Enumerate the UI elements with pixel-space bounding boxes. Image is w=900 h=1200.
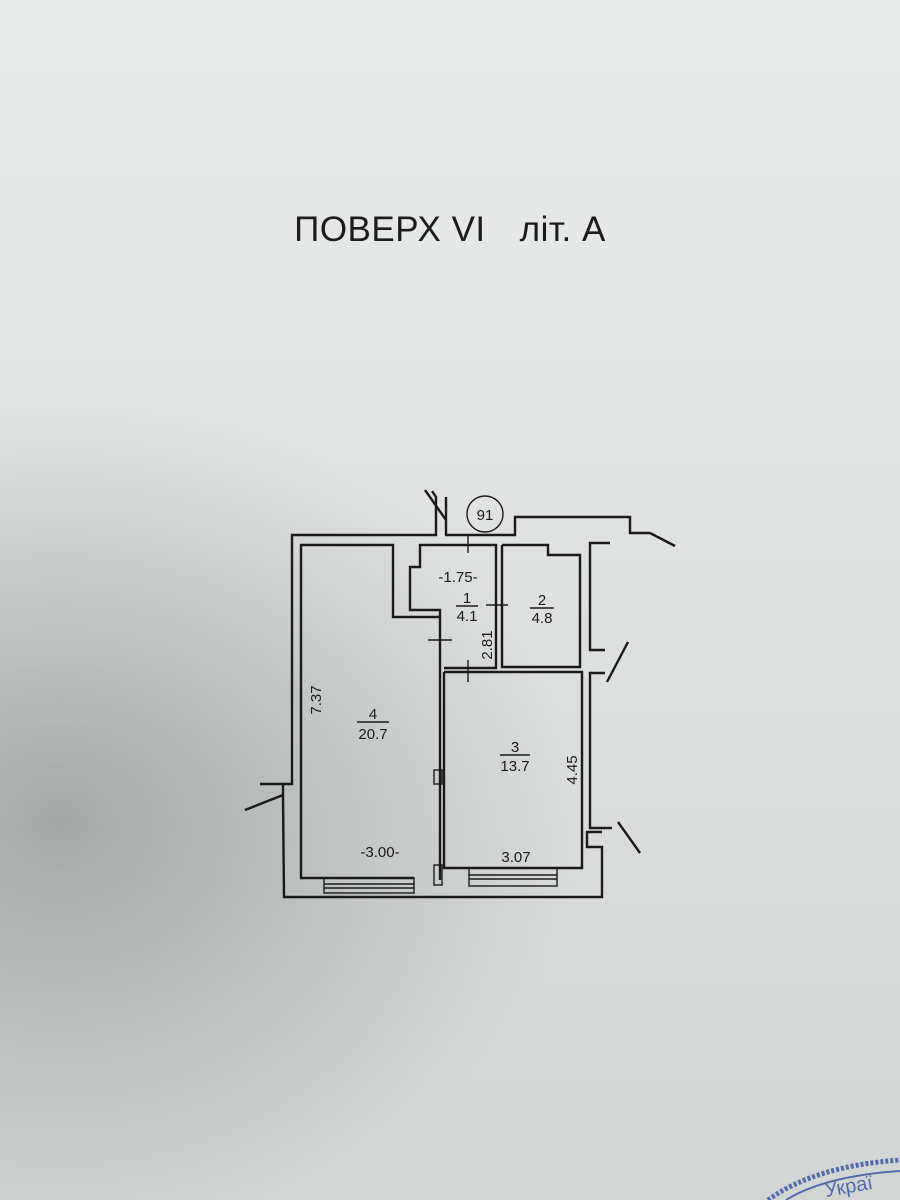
- marker-circle: [466, 495, 504, 533]
- room-4-area: 20.7: [358, 726, 387, 743]
- column: [433, 769, 443, 785]
- room-3-length: 4.45: [564, 755, 581, 784]
- outer-wall-top: [444, 497, 650, 537]
- room-1-length: 2.81: [479, 630, 496, 659]
- stamp-text: Украї: [823, 1172, 875, 1200]
- stamp-inner-ring: [785, 1170, 900, 1200]
- outer-wall: [281, 490, 604, 899]
- room-2-number: 2: [538, 592, 546, 609]
- floor-label: ПОВЕРХ VI: [294, 210, 486, 249]
- stair-line: [244, 793, 284, 812]
- window-room-3: [468, 867, 558, 887]
- window-room-4: [323, 877, 415, 894]
- room-2-outline: [500, 543, 582, 669]
- room-1-width: -1.75-: [438, 569, 477, 586]
- room-1-outline: [408, 543, 498, 670]
- room-4-length: 7.37: [308, 685, 325, 714]
- stamp-outer-ring: [766, 1157, 900, 1200]
- room-2-area: 4.8: [532, 610, 553, 627]
- stamp: Украї: [766, 1157, 900, 1200]
- column: [433, 864, 443, 886]
- room-3-number: 3: [511, 739, 519, 756]
- room-3-outline: [442, 670, 584, 870]
- room-1-area: 4.1: [457, 608, 478, 625]
- building-letter: літ. А: [519, 210, 606, 249]
- marker-number: 91: [477, 507, 494, 524]
- room-4-number: 4: [369, 706, 377, 723]
- stair-line: [605, 641, 630, 683]
- stair-line: [424, 489, 447, 521]
- room-4-outline: [299, 543, 440, 880]
- right-wall: [588, 671, 612, 830]
- room-3-area: 13.7: [500, 758, 529, 775]
- room-4-width: -3.00-: [360, 844, 399, 861]
- right-wall: [588, 541, 610, 652]
- room-3-width: 3.07: [501, 849, 530, 866]
- room-1-number: 1: [463, 590, 471, 607]
- stair-line: [649, 531, 676, 548]
- stair-line: [617, 821, 641, 854]
- floor-title: ПОВЕРХ VI літ. А: [0, 210, 900, 250]
